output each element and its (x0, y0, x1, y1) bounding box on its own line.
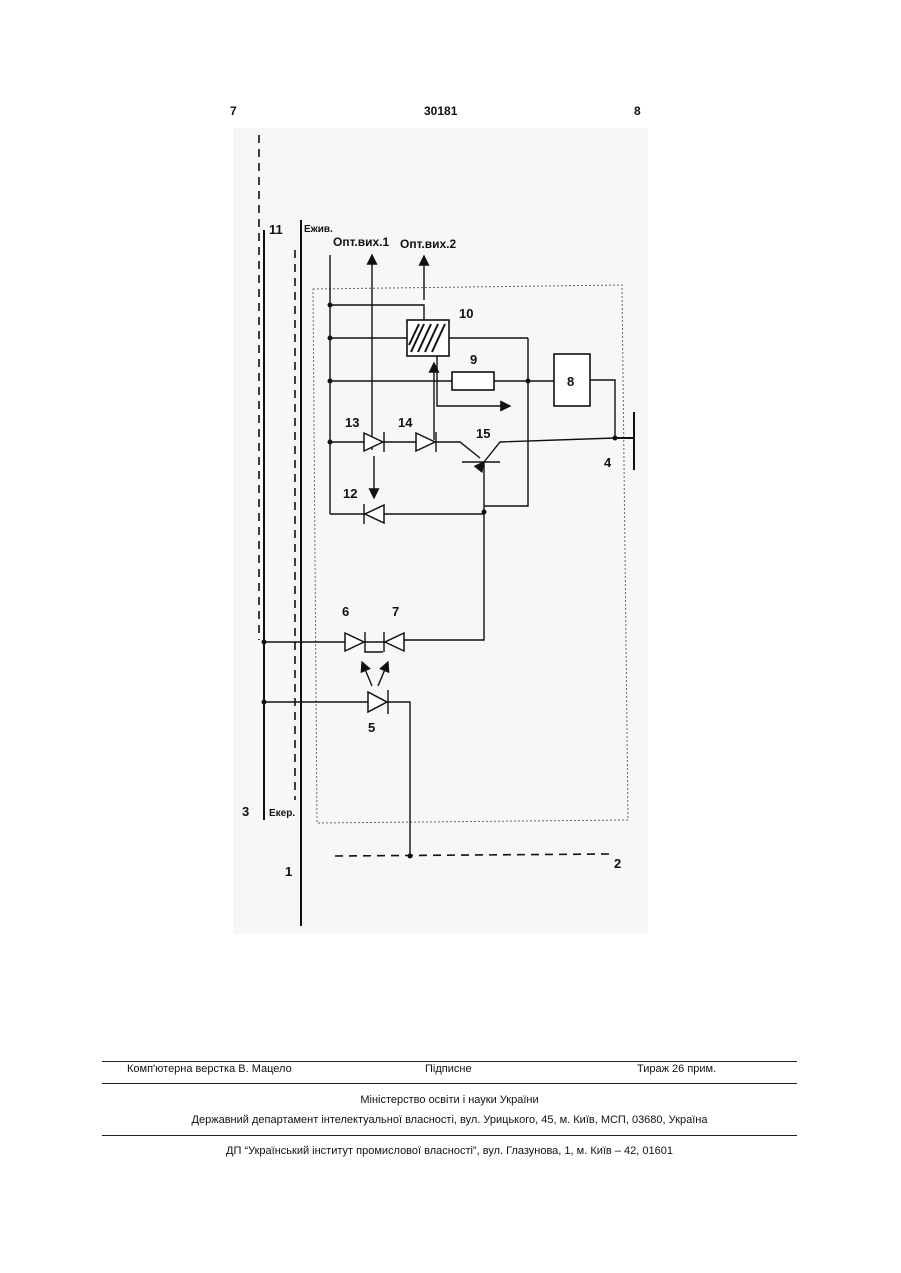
footer-rule-2 (102, 1083, 797, 1084)
label-6: 6 (342, 604, 349, 619)
subscription-note: Підписне (425, 1063, 472, 1075)
label-e-control: Eкер. (269, 808, 295, 819)
footer-rule-1 (102, 1061, 797, 1062)
label-e-supply: Eжив. (304, 224, 333, 235)
label-3: 3 (242, 804, 249, 819)
label-4: 4 (604, 455, 612, 470)
label-1: 1 (285, 864, 292, 879)
label-15: 15 (476, 426, 490, 441)
label-7: 7 (392, 604, 399, 619)
label-11: 11 (269, 222, 283, 237)
print-run: Тираж 26 прим. (637, 1063, 716, 1075)
resistor-9 (452, 372, 494, 390)
label-9: 9 (470, 352, 477, 367)
department-address: Державний департамент інтелектуальної вл… (102, 1114, 797, 1126)
institute-address: ДП “Український інститут промислової вла… (102, 1145, 797, 1157)
ministry-name: Міністерство освіти і науки України (102, 1094, 797, 1106)
label-13: 13 (345, 415, 359, 430)
label-8: 8 (567, 374, 574, 389)
label-opt-out-2: Опт.вих.2 (400, 237, 457, 251)
label-opt-out-1: Опт.вих.1 (333, 235, 390, 249)
label-5: 5 (368, 720, 375, 735)
label-2: 2 (614, 856, 621, 871)
footer-rule-3 (102, 1135, 797, 1136)
label-12: 12 (343, 486, 357, 501)
label-14: 14 (398, 415, 413, 430)
label-10: 10 (459, 306, 473, 321)
circuit-diagram: 11 Eжив. Опт.вих.1 Опт.вих.2 10 9 8 13 1… (0, 0, 901, 960)
layout-credit: Комп'ютерна верстка В. Мацело (127, 1063, 292, 1075)
